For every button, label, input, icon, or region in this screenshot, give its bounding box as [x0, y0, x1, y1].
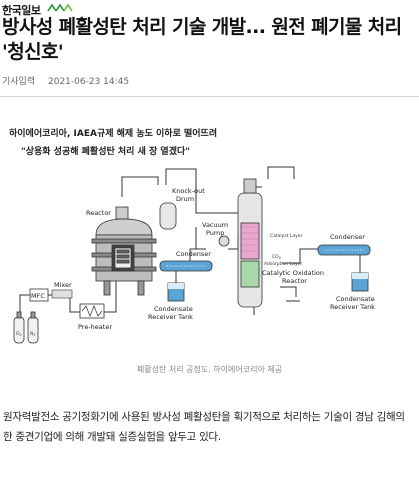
- cond-tank1-label-a: Condensate: [154, 305, 193, 313]
- knockout-label-1: Knock-out: [172, 187, 205, 195]
- cylinder-n2-label: N2: [30, 331, 36, 337]
- site-logo[interactable]: 한국일보: [2, 4, 41, 17]
- figure-caption: 폐활성탄 처리 공정도. 하이에어코리아 제공: [136, 365, 283, 374]
- cond-tank2-label-b: Receiver Tank: [330, 303, 375, 311]
- condenser-label-2: Condenser: [330, 233, 365, 241]
- meta-datetime: 2021-06-23 14:45: [48, 77, 130, 87]
- article-headline: 방사성 폐활성탄 처리 기술 개발... 원전 폐기물 처리 '청신호': [2, 16, 402, 63]
- meta-label: 기사입력: [2, 77, 36, 87]
- mixer-label: Mixer: [54, 281, 72, 289]
- cat-ox-label-2: Reactor: [282, 277, 307, 285]
- mfc-label: MFC: [31, 292, 45, 300]
- co2-label: CO2: [272, 254, 281, 260]
- article-paragraph: 원자력발전소 공기정화기에 사용된 방사성 폐활성탄을 획기적으로 처리하는 기…: [3, 411, 405, 443]
- vacuum-label-2: Pump: [206, 229, 224, 237]
- article-figure[interactable]: 하이에어코리아, IAEA규제 해제 농도 이하로 떨어뜨려 "상용화 성공해 …: [0, 115, 419, 400]
- gas-cylinders: [13, 311, 39, 344]
- article-meta: 기사입력 2021-06-23 14:45: [2, 74, 139, 87]
- preheater-label: Pre-heater: [78, 323, 112, 331]
- knockout-drum: [159, 202, 177, 230]
- cylinder-o2-label: O2: [16, 331, 22, 337]
- mixer-box: [51, 289, 73, 299]
- vacuum-label-1: Vacuum: [202, 221, 228, 229]
- knockout-label-2: Drum: [176, 195, 194, 203]
- site-header: 한국일보: [0, 0, 419, 17]
- catalytic-reactor: [237, 178, 263, 308]
- reactor-label: Reactor: [86, 209, 111, 217]
- condenser-label-1: Condenser: [176, 250, 211, 258]
- cat-ox-label-1: Catalytic Oxidation: [262, 269, 324, 277]
- catalyst-layer-label: Catalyst Layer: [270, 233, 303, 239]
- cond-tank2-label-a: Condensate: [336, 295, 375, 303]
- figure-title-line1: 하이에어코리아, IAEA규제 해제 농도 이하로 떨어뜨려: [9, 129, 218, 139]
- adsorption-layer-label: Adsorption Layer: [264, 261, 302, 267]
- reactor-vessel: [91, 206, 157, 296]
- vacuum-pump: [218, 235, 230, 247]
- header-divider: [0, 96, 419, 97]
- figure-title-line2: "상용화 성공해 폐활성탄 처리 새 장 열겠다": [21, 147, 190, 157]
- logo-mark-icon: [47, 3, 73, 13]
- mfc-box: [29, 288, 49, 302]
- process-diagram: O2 N2 MFC Mixer Pre-heater Reactor Knock…: [13, 166, 375, 344]
- cond-tank1-label-b: Receiver Tank: [148, 313, 193, 321]
